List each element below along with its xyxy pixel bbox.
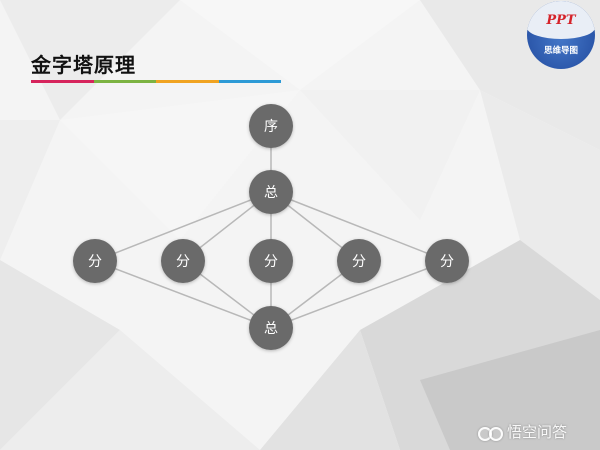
node-label: 总 (264, 321, 278, 337)
node-part-2: 分 (161, 239, 205, 283)
title-color-bar (31, 80, 281, 83)
edge-summary-top-part-5 (270, 191, 448, 262)
logo-brand: PPT (546, 13, 576, 28)
node-label: 分 (88, 254, 102, 270)
node-circle (249, 306, 293, 350)
node-label: 分 (176, 254, 190, 270)
ppt-logo: PPT 思维导图 (527, 1, 595, 69)
node-circle (161, 239, 205, 283)
node-summary-bottom: 总 (249, 306, 293, 350)
node-label: 分 (352, 254, 366, 270)
node-circle (425, 239, 469, 283)
watermark: 悟空问答 (478, 421, 567, 442)
title-bar-segment-4 (218, 80, 281, 83)
title-bar-segment-3 (156, 80, 219, 83)
node-part-4: 分 (337, 239, 381, 283)
node-part-1: 分 (73, 239, 117, 283)
node-circle (249, 170, 293, 214)
node-circle (249, 104, 293, 148)
title-bar-segment-1 (31, 80, 94, 83)
bubble-icon (478, 424, 504, 441)
node-label: 分 (264, 254, 278, 270)
diagram-edges (94, 126, 448, 329)
node-circle (337, 239, 381, 283)
watermark-text: 悟空问答 (507, 423, 568, 441)
node-summary-top: 总 (249, 170, 293, 214)
node-label: 分 (440, 254, 454, 270)
node-label: 总 (264, 185, 278, 201)
diagram-nodes: 序总分分分分分总 (73, 104, 469, 350)
node-part-3: 分 (249, 239, 293, 283)
node-top: 序 (249, 104, 293, 148)
logo-top-cap (527, 1, 595, 39)
slide-title: 金字塔原理 (31, 53, 136, 77)
edge-part-5-summary-bottom (270, 260, 448, 329)
node-circle (249, 239, 293, 283)
edge-summary-top-part-1 (94, 191, 272, 262)
logo-subtitle: 思维导图 (543, 46, 578, 56)
node-label: 序 (264, 119, 278, 135)
edge-part-1-summary-bottom (94, 260, 272, 329)
title-bar-segment-2 (93, 80, 156, 83)
node-part-5: 分 (425, 239, 469, 283)
node-circle (73, 239, 117, 283)
